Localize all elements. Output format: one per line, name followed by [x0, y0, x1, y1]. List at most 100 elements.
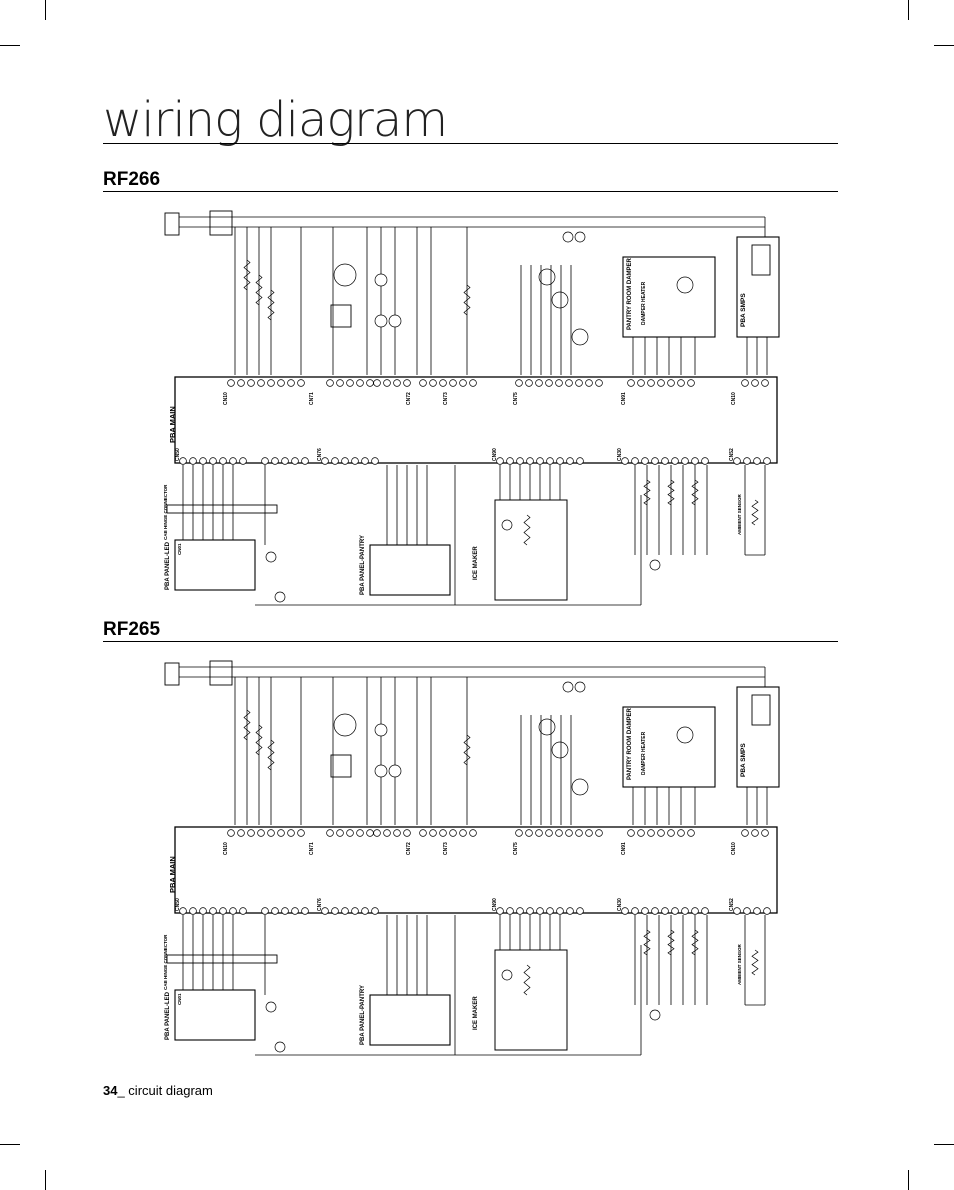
connector-pin: [753, 457, 761, 465]
crop-mark: [908, 0, 909, 20]
model-rule: [103, 641, 838, 642]
cn73-label: CN73: [443, 842, 449, 855]
connector-pin: [341, 907, 349, 915]
connector-pin: [751, 379, 759, 387]
pba-smps-box: [736, 686, 780, 788]
connector-pin: [641, 907, 649, 915]
connector-pin: [291, 907, 299, 915]
connector-pin: [321, 457, 329, 465]
connector-pin: [576, 457, 584, 465]
connector-pin: [336, 829, 344, 837]
connector-pin: [496, 907, 504, 915]
connector-pin: [681, 907, 689, 915]
connector-pin: [627, 379, 635, 387]
connector-pin: [199, 457, 207, 465]
lamp: [374, 764, 388, 778]
connector-pin: [647, 829, 655, 837]
cn72-label: CN72: [406, 392, 412, 405]
connector-pin: [277, 379, 285, 387]
hinge-label: CAB HINGE CONNECTOR: [163, 484, 168, 540]
connector-pin: [227, 829, 235, 837]
connector-pin: [667, 829, 675, 837]
connector-pin: [651, 907, 659, 915]
panel-pantry-label: PBA PANEL-PANTRY: [360, 985, 366, 1045]
pba-panel-pantry-box: [369, 544, 451, 596]
connector-pin: [229, 457, 237, 465]
connector-pin: [366, 379, 374, 387]
connector-pin: [621, 457, 629, 465]
connector-pin: [667, 379, 675, 387]
cn90-label: CN90: [492, 898, 498, 911]
connector-pin: [565, 829, 573, 837]
connector-pin: [595, 379, 603, 387]
connector-pin: [469, 379, 477, 387]
connector-pin: [515, 379, 523, 387]
connector-pin: [277, 829, 285, 837]
connector-pin: [469, 829, 477, 837]
connector-pin: [637, 829, 645, 837]
damper-motor: [676, 726, 694, 744]
panel-pantry-label: PBA PANEL-PANTRY: [360, 535, 366, 595]
connector-pin: [326, 379, 334, 387]
connector-pin: [546, 907, 554, 915]
crop-mark: [908, 1170, 909, 1190]
cn52-label: CN52: [729, 448, 735, 461]
connector-pin: [341, 457, 349, 465]
connector-pin: [371, 907, 379, 915]
ice-maker-heater: [523, 514, 531, 546]
crop-mark: [934, 45, 954, 46]
connector-pin: [281, 907, 289, 915]
connector-pin: [356, 829, 364, 837]
connector-pin: [271, 457, 279, 465]
connector-pin: [661, 907, 669, 915]
lamp: [388, 764, 402, 778]
connector-pin: [516, 457, 524, 465]
cn73-label: CN73: [443, 392, 449, 405]
connector-pin: [555, 829, 563, 837]
connector-pin: [526, 907, 534, 915]
connector-pin: [247, 829, 255, 837]
cab-hinge-connector: [166, 954, 278, 964]
cn72-label: CN72: [406, 842, 412, 855]
connector-pin: [287, 829, 295, 837]
connector-pin: [439, 829, 447, 837]
model-title-rf266: RF266: [103, 169, 161, 190]
connector-pin: [637, 379, 645, 387]
pba-main-box: [174, 376, 778, 464]
door-switch: [265, 1001, 277, 1013]
thermistor: [643, 929, 651, 956]
connector-bubble-b: [562, 681, 574, 693]
running-capacitor: [330, 754, 352, 778]
door-switch: [265, 551, 277, 563]
connector-pin: [641, 457, 649, 465]
heater-resistor: [255, 274, 263, 306]
thermistor: [691, 479, 699, 506]
connector-pin: [671, 457, 679, 465]
connector-pin: [657, 379, 665, 387]
connector-pin: [356, 379, 364, 387]
connector-pin: [346, 829, 354, 837]
connector-pin: [419, 829, 427, 837]
connector-pin: [209, 907, 217, 915]
ice-maker-label: ICE MAKER: [473, 996, 479, 1030]
connector-pin: [419, 379, 427, 387]
cn71-label: CN71: [309, 842, 315, 855]
thermistor: [667, 929, 675, 956]
pba-main-label: PBA MAIN: [168, 406, 177, 443]
page-number: 34: [103, 1083, 118, 1098]
damper-heater-label: DAMPER HEATER: [641, 731, 647, 775]
connector-pin: [237, 829, 245, 837]
connector-pin: [179, 907, 187, 915]
connector-pin: [229, 907, 237, 915]
cn52-label: CN52: [729, 898, 735, 911]
pba-smps-box: [736, 236, 780, 338]
connector-pin: [297, 379, 305, 387]
compressor-motor: [333, 713, 357, 737]
connector-pin: [687, 829, 695, 837]
cn10-label: CN10: [223, 392, 229, 405]
fuse-block: [209, 660, 233, 686]
connector-pin: [681, 457, 689, 465]
